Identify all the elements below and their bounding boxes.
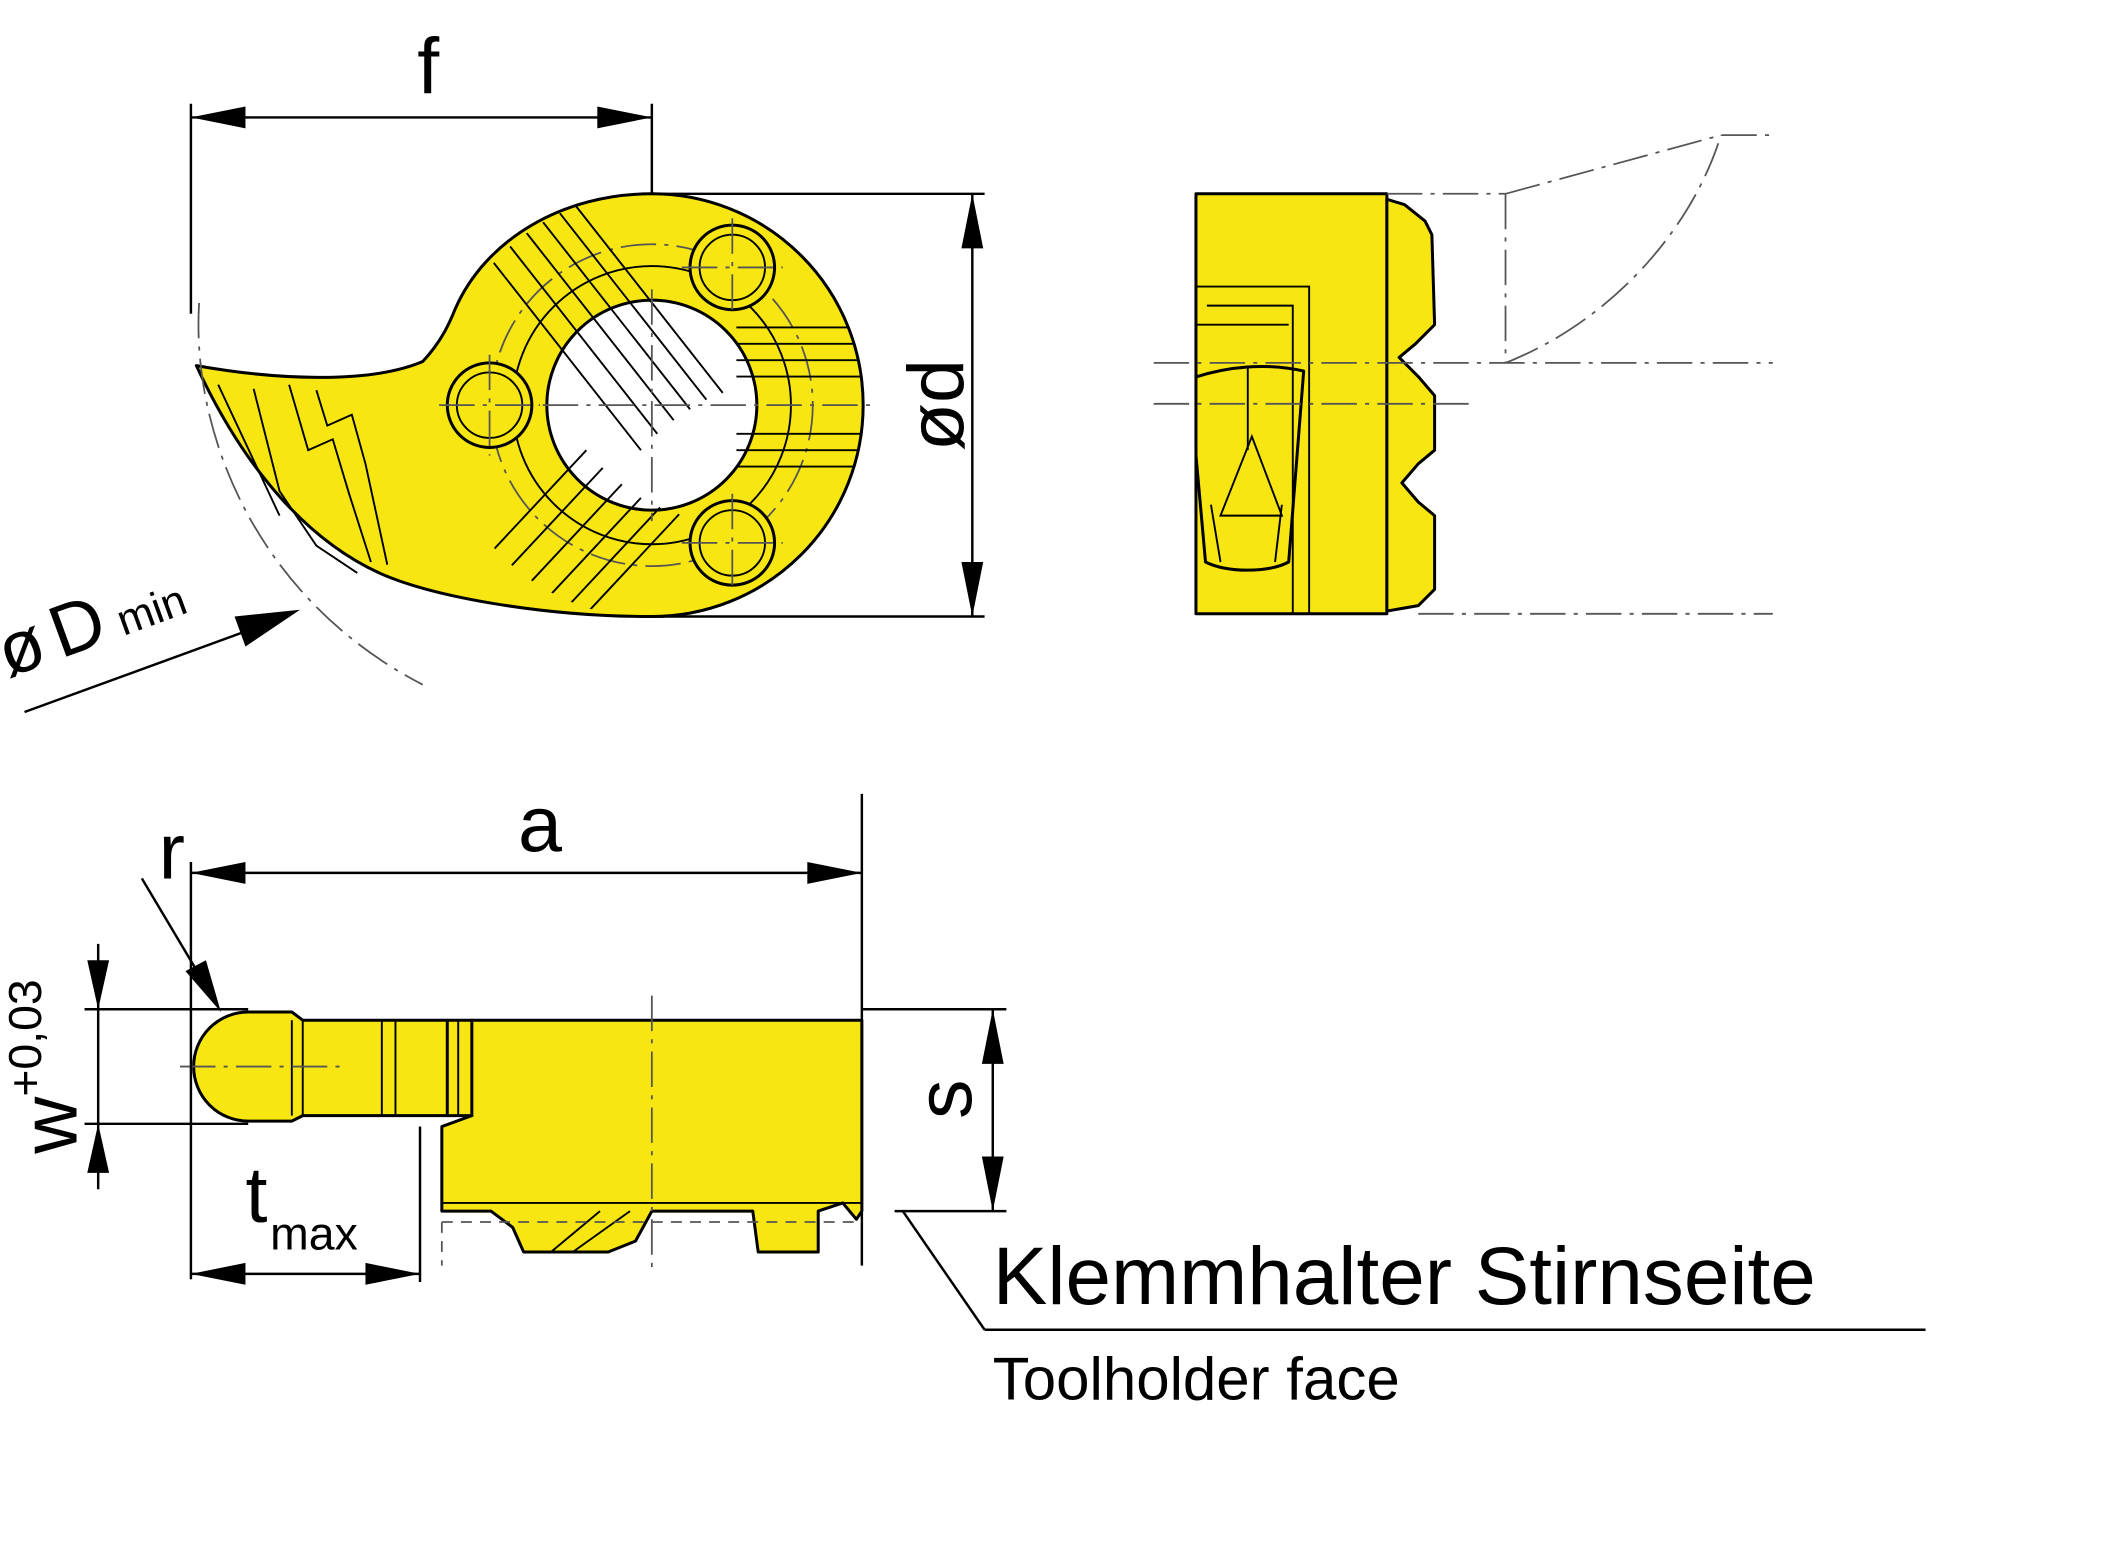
label-f: f — [417, 21, 440, 110]
label-holder-en: Toolholder face — [993, 1345, 1400, 1412]
screw-hole-top — [681, 218, 783, 317]
label-s: s — [899, 1080, 988, 1120]
svg-text:w+0,03: w+0,03 — [0, 979, 93, 1154]
ring-grooves — [490, 201, 865, 618]
front-body — [192, 1010, 864, 1254]
insert-side-view — [1153, 134, 1773, 616]
dimension-f: f — [189, 21, 654, 314]
insert-top-view — [194, 192, 873, 686]
side-ext-arc — [1505, 134, 1722, 364]
dimension-tmax: tmax — [190, 1126, 422, 1285]
dimension-w: w+0,03 — [0, 943, 249, 1190]
screw-hole-bottom — [681, 493, 783, 592]
screw-hole-left — [439, 354, 541, 456]
side-teeth — [1385, 197, 1437, 613]
dmin-arc — [197, 302, 424, 686]
blade-details — [217, 384, 389, 574]
dimension-s: s — [861, 1008, 1007, 1213]
label-r: r — [159, 806, 185, 895]
side-ext-slant — [1505, 134, 1773, 195]
label-dmin: øDmin — [0, 549, 195, 693]
front-details — [290, 1018, 862, 1253]
label-d: ød — [891, 359, 980, 451]
dimension-dmin: øDmin — [0, 549, 301, 714]
dimension-r: r — [140, 806, 221, 1013]
dimension-a: a — [189, 779, 864, 1280]
toolholder-face-callout: Klemmhalter Stirnseite Toolholder face — [901, 1210, 1926, 1412]
label-w: w+0,03 — [0, 979, 93, 1154]
svg-text:øDmin: øDmin — [0, 549, 195, 693]
label-holder-de: Klemmhalter Stirnseite — [993, 1231, 1816, 1322]
label-tmax: tmax — [245, 1150, 357, 1259]
label-a: a — [518, 779, 562, 868]
side-details — [1195, 285, 1311, 614]
dimension-d: ød — [651, 192, 985, 618]
insert-front-view — [180, 995, 864, 1269]
